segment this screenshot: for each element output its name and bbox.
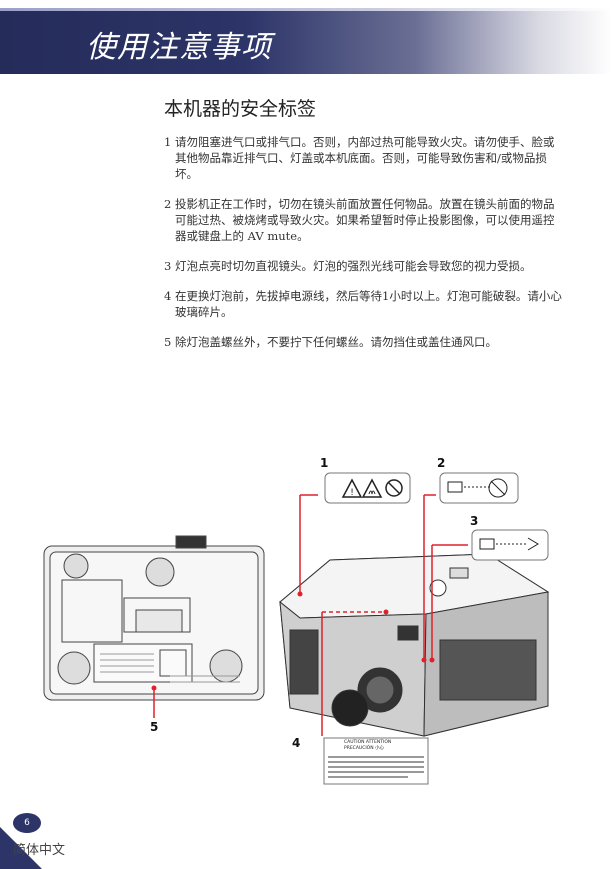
no-look-into-lens-icon <box>479 537 539 551</box>
page-number-badge: 6 <box>13 813 41 833</box>
item-text: 除灯泡盖螺丝外，不要拧下任何螺丝。请勿挡住或盖住通风口。 <box>175 335 497 349</box>
projector-illustration: ! <box>43 472 550 785</box>
header-accent-line <box>0 8 612 11</box>
warning-label-3 <box>471 529 549 561</box>
page-title: 使用注意事项 <box>86 30 272 65</box>
no-touch-icon <box>385 479 403 497</box>
item-text: 灯泡点亮时切勿直视镜头。灯泡的强烈光线可能会导致您的视力受损。 <box>175 259 532 273</box>
header-bar <box>0 8 612 74</box>
list-item: 3 灯泡点亮时切勿直视镜头。灯泡的强烈光线可能会导致您的视力受损。 <box>164 258 564 274</box>
item-number: 5 <box>164 335 172 349</box>
projector-bottom-view <box>43 535 265 701</box>
safety-label-list: 1 请勿阻塞进气口或排气口。否则，内部过热可能导致火灾。请勿使手、脸或其他物品靠… <box>164 134 564 364</box>
safety-label-figure: ! <box>0 450 612 800</box>
projector-front-view <box>279 553 550 737</box>
item-text: 请勿阻塞进气口或排气口。否则，内部过热可能导致火灾。请勿使手、脸或其他物品靠近排… <box>175 135 555 181</box>
callout-number-4: 4 <box>292 736 301 750</box>
item-number: 1 <box>164 135 172 149</box>
item-number: 3 <box>164 259 172 273</box>
page-corner-accent <box>0 827 42 869</box>
section-title: 本机器的安全标签 <box>164 98 317 120</box>
list-item: 1 请勿阻塞进气口或排气口。否则，内部过热可能导致火灾。请勿使手、脸或其他物品靠… <box>164 134 564 182</box>
warning-label-2 <box>439 472 519 504</box>
item-text: 投影机正在工作时，切勿在镜头前面放置任何物品。放置在镜头前面的物品可能过热、被烧… <box>175 197 555 243</box>
callout-number-3: 3 <box>470 514 479 528</box>
callout-number-2: 2 <box>437 456 446 470</box>
list-item: 5 除灯泡盖螺丝外，不要拧下任何螺丝。请勿挡住或盖住通风口。 <box>164 334 564 350</box>
caution-label-text: CAUTION ATTENTION PRECAUCIÓN 小心 <box>344 740 392 751</box>
item-number: 4 <box>164 289 172 303</box>
warning-triangle-icon: ! <box>341 478 363 498</box>
no-obstruction-icon <box>447 478 508 498</box>
language-label: 简体中文 <box>13 843 66 858</box>
header-banner: 使用注意事项 <box>0 0 612 78</box>
list-item: 2 投影机正在工作时，切勿在镜头前面放置任何物品。放置在镜头前面的物品可能过热、… <box>164 196 564 244</box>
svg-text:!: ! <box>350 488 354 498</box>
item-text: 在更换灯泡前，先拔掉电源线，然后等待1小时以上。灯泡可能破裂。请小心玻璃碎片。 <box>175 289 562 319</box>
item-number: 2 <box>164 197 172 211</box>
hot-surface-icon <box>361 478 383 498</box>
list-item: 4 在更换灯泡前，先拔掉电源线，然后等待1小时以上。灯泡可能破裂。请小心玻璃碎片… <box>164 288 564 320</box>
callout-number-1: 1 <box>320 456 329 470</box>
callout-number-5: 5 <box>150 720 159 734</box>
